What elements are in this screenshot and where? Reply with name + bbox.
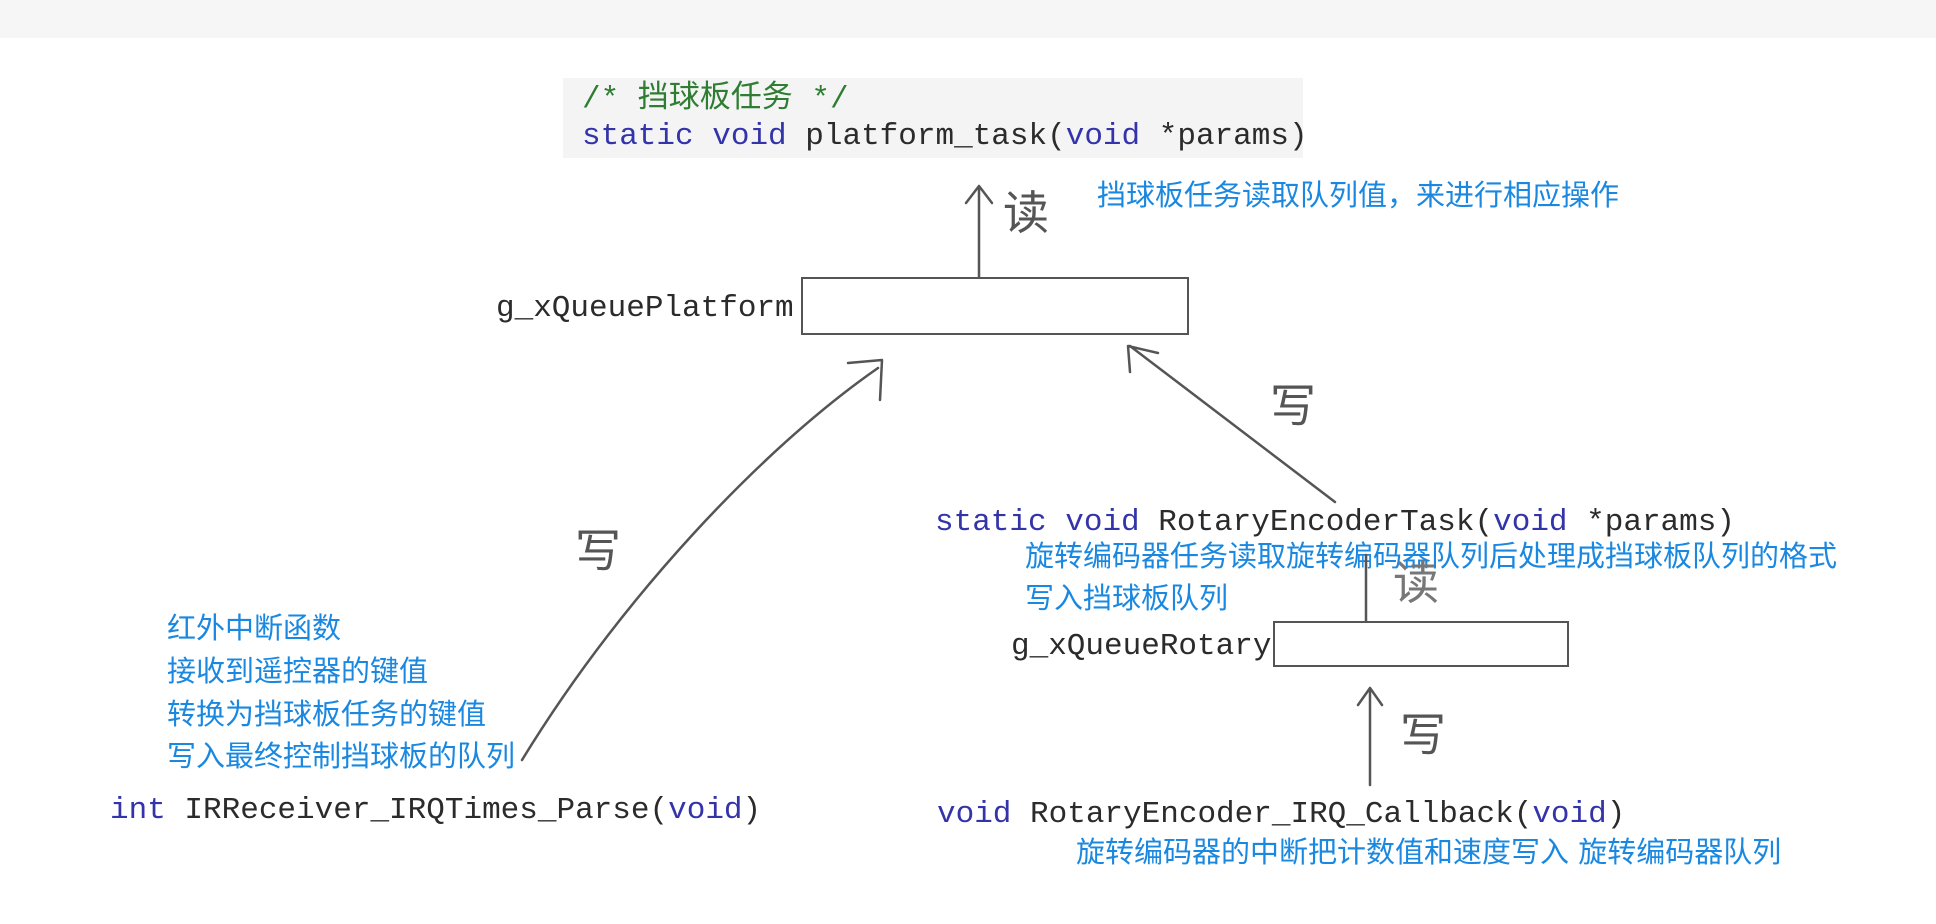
function-name: RotaryEncoder_IRQ_Callback( [1011,797,1533,832]
handwritten-read-top: 读 [1003,186,1049,240]
params: *params) [1567,505,1735,540]
params: *params) [1140,119,1308,154]
write-arrow-irq-head [1356,686,1384,707]
platform-task-comment: /* 挡球板任务 */ [582,82,849,117]
keyword-int: int [110,793,166,828]
rotary-irq-note: 旋转编码器的中断把计数值和速度写入 旋转编码器队列 [1076,835,1782,869]
keyword-void: void [712,119,787,154]
handwritten-read-rotary: 读 [1393,556,1439,610]
keyword-static: static [582,119,694,154]
ir-note-line1: 红外中断函数 [167,611,342,645]
write-arrow-rotary-task-head [1126,344,1160,374]
code-highlight-background [563,78,1303,158]
handwritten-write-irq: 写 [1400,708,1446,762]
handwritten-write-ir: 写 [575,524,621,578]
ir-note-line3: 转换为挡球板任务的键值 [167,697,487,731]
ir-note-line4: 写入最终控制挡球板的队列 [167,739,516,773]
function-name: platform_task( [805,119,1066,154]
read-arrow-platform-head [964,184,994,205]
rotary-task-note-line2: 写入挡球板队列 [1025,581,1229,615]
queue-rotary-box [1273,621,1569,667]
write-arrow-ir-head [846,358,884,402]
paren: ) [1606,797,1626,832]
keyword-void: void [1065,505,1140,540]
queue-platform-label: g_xQueuePlatform [496,291,794,326]
platform-task-note: 挡球板任务读取队列值，来进行相应操作 [1097,178,1620,212]
keyword-void: void [1532,797,1607,832]
function-name: IRReceiver_IRQTimes_Parse( [165,793,669,828]
handwritten-write-rotary-task: 写 [1270,379,1316,433]
rotary-irq-signature: void RotaryEncoder_IRQ_Callback(void) [937,799,1625,830]
rotary-task-signature: static void RotaryEncoderTask(void *para… [935,507,1735,538]
write-arrow-ir [520,366,880,762]
platform-task-signature: static void platform_task(void *params) [582,121,1308,152]
queue-rotary-label: g_xQueueRotary [1011,629,1272,664]
rotary-task-note-line1: 旋转编码器任务读取旋转编码器队列后处理成挡球板队列的格式 [1025,539,1838,573]
paren: ) [742,793,762,828]
keyword-void: void [1065,119,1141,154]
queue-platform-box [801,277,1189,335]
top-band [0,0,1936,38]
keyword-void: void [668,793,743,828]
ir-note-line2: 接收到遥控器的键值 [167,654,429,688]
ir-parse-signature: int IRReceiver_IRQTimes_Parse(void) [110,795,761,826]
write-arrow-rotary-task [1128,344,1337,504]
keyword-void: void [1493,505,1568,540]
function-name: RotaryEncoderTask( [1158,505,1494,540]
keyword-void: void [937,797,1012,832]
keyword-static: static [935,505,1047,540]
